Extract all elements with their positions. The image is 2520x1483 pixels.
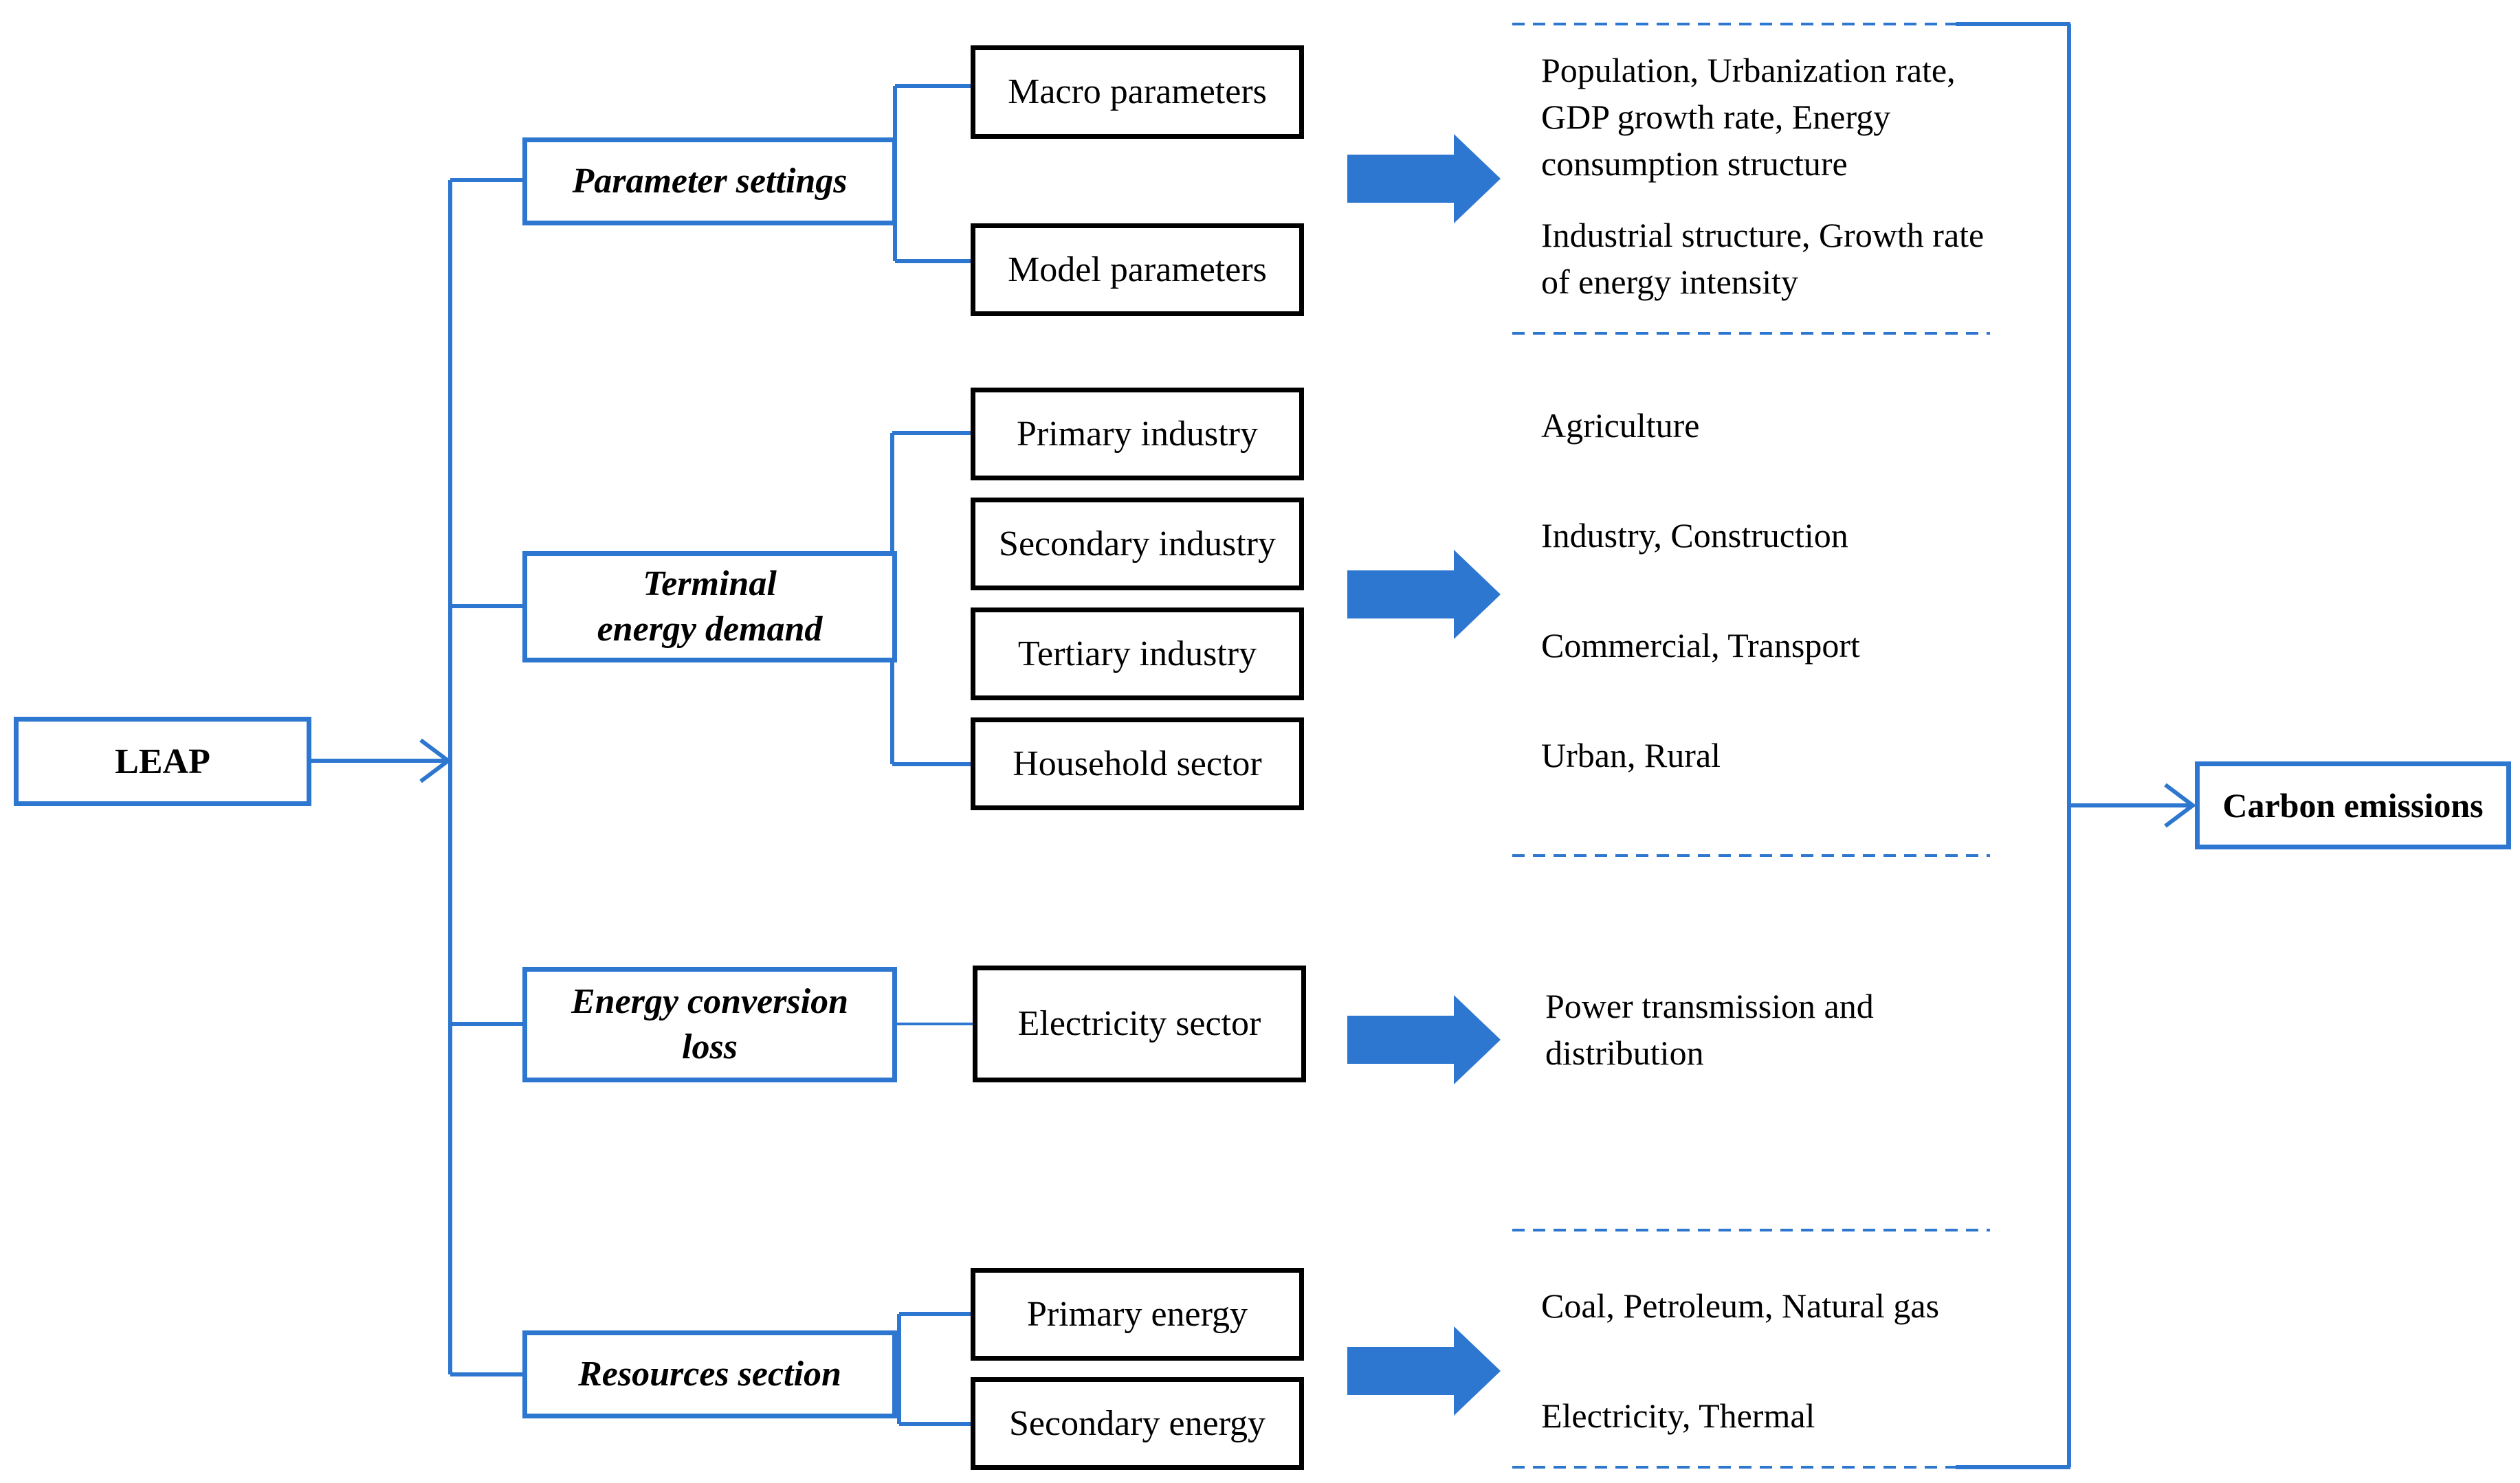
block-arrow-icon (1347, 995, 1501, 1084)
item-electricity-sector: Electricity sector (973, 966, 1306, 1082)
block-arrow-icon (1347, 550, 1501, 639)
item-household-sector: Household sector (971, 717, 1304, 810)
output-label: Carbon emissions (2222, 786, 2484, 825)
leap-root-label: LEAP (115, 742, 210, 781)
category-label: Energy conversion loss (571, 982, 848, 1067)
item-primary-energy: Primary energy (971, 1268, 1304, 1361)
item-model-parameters: Model parameters (971, 223, 1304, 316)
description-primary-energy: Coal, Petroleum, Natural gas (1541, 1286, 1940, 1325)
category-label: Resources section (578, 1354, 841, 1394)
item-label: Macro parameters (1008, 72, 1267, 111)
item-label: Primary industry (1017, 414, 1258, 454)
category-terminal-energy-demand: Terminal energy demand (522, 551, 897, 662)
block-arrow-icon (1347, 1326, 1501, 1416)
description-secondary-industry: Industry, Construction (1541, 516, 1848, 555)
output-arrowhead (2164, 783, 2196, 828)
description-primary-industry: Agriculture (1541, 406, 1700, 445)
category-resources-section: Resources section (522, 1330, 897, 1418)
item-secondary-energy: Secondary energy (971, 1377, 1304, 1470)
item-label: Secondary industry (999, 524, 1276, 564)
description-household: Urban, Rural (1541, 736, 1721, 774)
description-secondary-energy: Electricity, Thermal (1541, 1396, 1815, 1435)
item-label: Electricity sector (1017, 1004, 1261, 1043)
category-parameter-settings: Parameter settings (522, 137, 897, 225)
item-macro-parameters: Macro parameters (971, 45, 1304, 139)
output-carbon-emissions-box: Carbon emissions (2195, 761, 2511, 849)
description-electricity: Power transmission and distribution (1545, 987, 1874, 1072)
category-label: Parameter settings (572, 161, 848, 201)
item-tertiary-industry: Tertiary industry (971, 607, 1304, 700)
category-energy-conversion-loss: Energy conversion loss (522, 967, 897, 1082)
category-label: Terminal energy demand (597, 564, 823, 649)
leap-root-box: LEAP (14, 717, 311, 806)
item-label: Household sector (1013, 744, 1262, 783)
item-secondary-industry: Secondary industry (971, 498, 1304, 590)
description-tertiary-industry: Commercial, Transport (1541, 626, 1860, 665)
item-label: Tertiary industry (1017, 634, 1257, 673)
item-label: Primary energy (1026, 1294, 1248, 1334)
item-label: Secondary energy (1008, 1403, 1265, 1443)
item-label: Model parameters (1008, 249, 1267, 289)
description-model: Industrial structure, Growth rate of ene… (1541, 216, 1985, 301)
block-arrow-icon (1347, 134, 1501, 223)
item-primary-industry: Primary industry (971, 388, 1304, 480)
description-macro: Population, Urbanization rate, GDP growt… (1541, 51, 1956, 183)
